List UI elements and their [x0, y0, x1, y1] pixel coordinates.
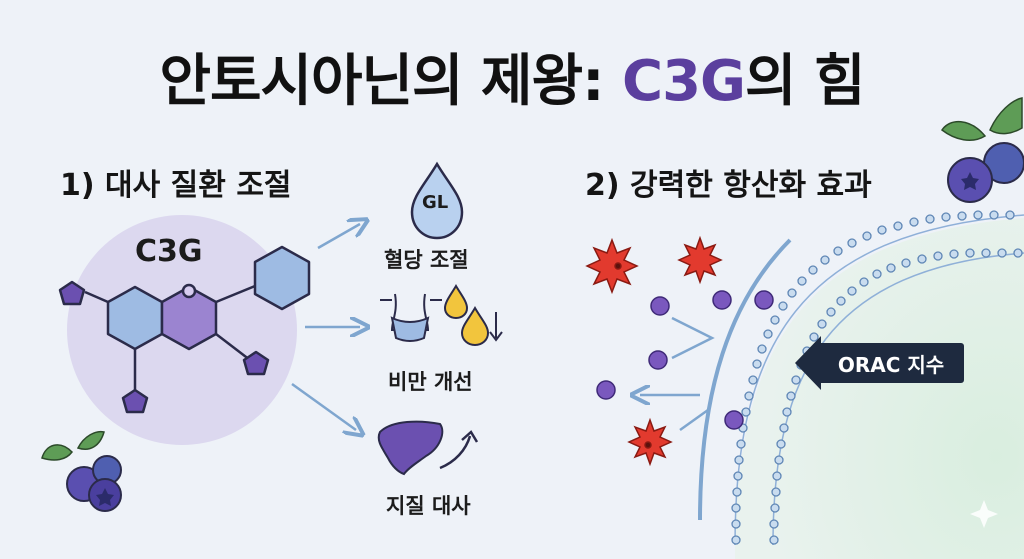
section2-heading: 2) 강력한 항산화 효과 [585, 168, 872, 203]
liver-icon [377, 420, 479, 476]
c3g-molecule-diagram [58, 245, 311, 414]
orac-arrow-icon [795, 336, 821, 390]
molecule-label: C3G [135, 234, 203, 269]
cell-membrane-diagram [731, 210, 1024, 559]
orac-badge: ORAC 지수 [818, 343, 964, 383]
antioxidant-shield [698, 238, 792, 521]
effect-arrows [291, 224, 360, 430]
waist-fat-drop-icon [380, 284, 503, 347]
title-main-text: 안토시아닌의 제왕: [159, 49, 622, 114]
blueberry-icon-top-right [940, 97, 1024, 203]
blood-glucose-drop-icon [410, 161, 464, 240]
title-suffix-text: 의 힘 [745, 49, 866, 114]
page-title: 안토시아닌의 제왕: C3G의 힘 [0, 36, 1024, 117]
antioxidant-molecules [596, 290, 774, 430]
blueberry-icon-bottom-left [41, 430, 122, 512]
section1-heading: 1) 대사 질환 조절 [60, 168, 292, 203]
effect-label-obesity: 비만 개선 [388, 370, 473, 394]
effect-label-lipid: 지질 대사 [386, 494, 471, 518]
neutralizing-arrows [640, 316, 715, 432]
title-accent-text: C3G [621, 49, 746, 114]
sparkle-icon [970, 500, 998, 528]
glucose-drop-text: GL [422, 192, 449, 213]
effect-label-blood-sugar: 혈당 조절 [384, 248, 469, 272]
free-radicals [585, 235, 723, 467]
